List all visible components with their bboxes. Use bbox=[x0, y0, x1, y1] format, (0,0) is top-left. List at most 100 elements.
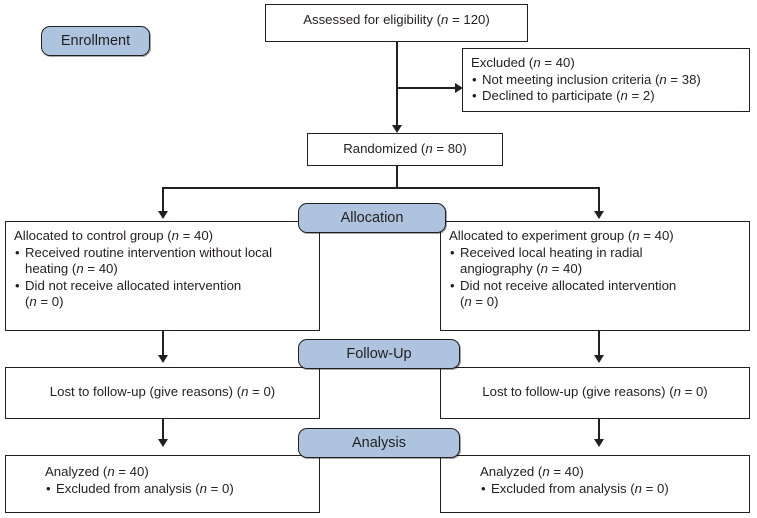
alloc-right-line-2-n: n bbox=[540, 261, 548, 276]
alloc-left-line-3-prefix: Did not receive allocated intervention bbox=[25, 277, 242, 293]
analysis-left-line-2-prefix: Excluded from analysis ( bbox=[56, 480, 200, 496]
analysis-left-line-2-suffix: = 0) bbox=[207, 480, 234, 496]
box-followup-right: Lost to follow-up (give reasons) (n = 0) bbox=[440, 367, 750, 419]
arrowhead-allocation-left bbox=[158, 211, 168, 219]
alloc-left-line-3-suffix: = 0) bbox=[36, 294, 64, 309]
alloc-right-line-1-n: n bbox=[632, 228, 640, 243]
alloc-right-line-3-suffix: = 0) bbox=[471, 294, 499, 309]
excluded-line-1-n: n bbox=[533, 55, 541, 70]
analysis-left-line-1-n: n bbox=[107, 464, 115, 479]
excluded-line-1-suffix: = 40) bbox=[540, 55, 575, 70]
arrowhead-to-excluded bbox=[455, 83, 463, 93]
connector-analysis-right-drop bbox=[598, 419, 600, 443]
followup-left-text-suffix: = 0) bbox=[248, 384, 276, 399]
analysis-right-line-2-prefix: Excluded from analysis ( bbox=[491, 480, 635, 496]
excluded-line-2-suffix: = 38) bbox=[666, 71, 701, 87]
analysis-right-line-2-n: n bbox=[634, 480, 642, 496]
alloc-left-line-2-suffix: = 40) bbox=[83, 261, 118, 276]
followup-left-text-prefix: Lost to follow-up (give reasons) ( bbox=[49, 384, 242, 399]
randomized-n-symbol: n bbox=[425, 141, 433, 156]
assessed-n-symbol: n bbox=[441, 12, 449, 27]
alloc-right-line-2-cont-prefix: angiography ( bbox=[460, 261, 541, 276]
alloc-right-line-1-suffix: = 40) bbox=[639, 228, 674, 243]
stage-pill-allocation-label: Allocation bbox=[340, 210, 404, 226]
alloc-left-line-3-n: n bbox=[29, 294, 37, 309]
alloc-right-line-3-prefix: Did not receive allocated intervention bbox=[460, 277, 677, 293]
connector-allocation-bus bbox=[162, 187, 599, 189]
alloc-right-line-3: Did not receive allocated intervention bbox=[449, 278, 741, 295]
followup-left-n: n bbox=[241, 384, 249, 399]
stage-pill-analysis: Analysis bbox=[298, 428, 460, 458]
excluded-line-2-n: n bbox=[659, 71, 667, 87]
box-randomized: Randomized (n = 80) bbox=[307, 133, 503, 166]
stage-pill-followup-label: Follow-Up bbox=[346, 346, 412, 362]
alloc-right-line-2: Received local heating in radial bbox=[449, 245, 741, 262]
followup-right-text-prefix: Lost to follow-up (give reasons) ( bbox=[482, 384, 674, 399]
analysis-right-line-1-n: n bbox=[542, 464, 550, 479]
alloc-left-line-3-cont: (n = 0) bbox=[14, 294, 311, 311]
box-allocated-control-group: Allocated to control group (n = 40) Rece… bbox=[5, 221, 320, 331]
arrowhead-to-randomized bbox=[392, 125, 402, 133]
connector-randomized-stem bbox=[396, 166, 398, 188]
box-followup-left: Lost to follow-up (give reasons) (n = 0) bbox=[5, 367, 320, 419]
alloc-left-line-3: Did not receive allocated intervention bbox=[14, 278, 311, 295]
connector-followup-right-drop bbox=[598, 331, 600, 359]
alloc-right-line-2-suffix: = 40) bbox=[548, 261, 583, 276]
analysis-left-line-1-prefix: Analyzed ( bbox=[45, 464, 108, 479]
analysis-left-line-2: Excluded from analysis (n = 0) bbox=[45, 481, 311, 498]
stage-pill-allocation: Allocation bbox=[298, 203, 446, 233]
arrowhead-analysis-left bbox=[158, 439, 168, 447]
arrowhead-followup-right bbox=[594, 355, 604, 363]
connector-to-excluded bbox=[396, 87, 458, 89]
alloc-right-line-3-n: n bbox=[464, 294, 472, 309]
arrowhead-allocation-right bbox=[594, 211, 604, 219]
followup-right-text: Lost to follow-up (give reasons) (n = 0) bbox=[449, 384, 741, 401]
connector-allocation-right-drop bbox=[598, 187, 600, 215]
box-analysis-left: Analyzed (n = 40) Excluded from analysis… bbox=[5, 455, 320, 513]
assessed-text-prefix: Assessed for eligibility ( bbox=[303, 12, 441, 27]
assessed-text: Assessed for eligibility (n = 120) bbox=[274, 12, 519, 29]
excluded-line-2-prefix: Not meeting inclusion criteria ( bbox=[482, 71, 660, 87]
stage-pill-followup: Follow-Up bbox=[298, 339, 460, 369]
alloc-left-line-1: Allocated to control group (n = 40) bbox=[14, 228, 311, 245]
excluded-line-2: Not meeting inclusion criteria (n = 38) bbox=[471, 72, 741, 89]
alloc-left-line-2-cont: heating (n = 40) bbox=[14, 261, 311, 278]
excluded-line-3-prefix: Declined to participate ( bbox=[482, 88, 621, 103]
followup-right-text-suffix: = 0) bbox=[680, 384, 708, 399]
alloc-right-line-3-cont-prefix: ( bbox=[460, 294, 465, 309]
followup-left-text: Lost to follow-up (give reasons) (n = 0) bbox=[14, 384, 311, 401]
excluded-line-3-suffix: = 2) bbox=[627, 88, 655, 103]
box-assessed-for-eligibility: Assessed for eligibility (n = 120) bbox=[265, 4, 528, 42]
connector-analysis-left-drop bbox=[162, 419, 164, 443]
alloc-left-line-2-prefix: Received routine intervention without lo… bbox=[25, 244, 273, 260]
alloc-left-line-3-cont-prefix: ( bbox=[25, 294, 30, 309]
alloc-left-line-1-suffix: = 40) bbox=[178, 228, 214, 243]
analysis-right-line-2: Excluded from analysis (n = 0) bbox=[480, 481, 741, 498]
alloc-left-line-2-n: n bbox=[76, 261, 84, 276]
alloc-right-line-2-cont: angiography (n = 40) bbox=[449, 261, 741, 278]
stage-pill-analysis-label: Analysis bbox=[352, 435, 406, 451]
analysis-left-line-1: Analyzed (n = 40) bbox=[45, 464, 311, 481]
alloc-left-line-1-prefix: Allocated to control group ( bbox=[14, 228, 172, 243]
alloc-right-line-2-prefix: Received local heating in radial bbox=[460, 244, 643, 260]
analysis-right-line-2-suffix: = 0) bbox=[642, 480, 669, 496]
stage-pill-enrollment: Enrollment bbox=[41, 26, 150, 56]
excluded-line-3-n: n bbox=[620, 88, 628, 103]
analysis-right-line-1: Analyzed (n = 40) bbox=[480, 464, 741, 481]
connector-assessed-to-randomized bbox=[396, 42, 398, 131]
analysis-left-line-2-n: n bbox=[199, 480, 207, 496]
connector-allocation-left-drop bbox=[162, 187, 164, 215]
alloc-left-line-1-n: n bbox=[171, 228, 179, 243]
randomized-text-prefix: Randomized ( bbox=[343, 141, 426, 156]
arrowhead-analysis-right bbox=[594, 439, 604, 447]
excluded-line-1-prefix: Excluded ( bbox=[471, 55, 534, 70]
box-analysis-right: Analyzed (n = 40) Excluded from analysis… bbox=[440, 455, 750, 513]
excluded-line-1: Excluded (n = 40) bbox=[471, 55, 741, 72]
analysis-left-line-1-suffix: = 40) bbox=[114, 464, 149, 479]
arrowhead-followup-left bbox=[158, 355, 168, 363]
alloc-right-line-1: Allocated to experiment group (n = 40) bbox=[449, 228, 741, 245]
box-excluded: Excluded (n = 40) Not meeting inclusion … bbox=[462, 48, 750, 112]
analysis-right-line-1-prefix: Analyzed ( bbox=[480, 464, 543, 479]
analysis-right-line-1-suffix: = 40) bbox=[549, 464, 584, 479]
